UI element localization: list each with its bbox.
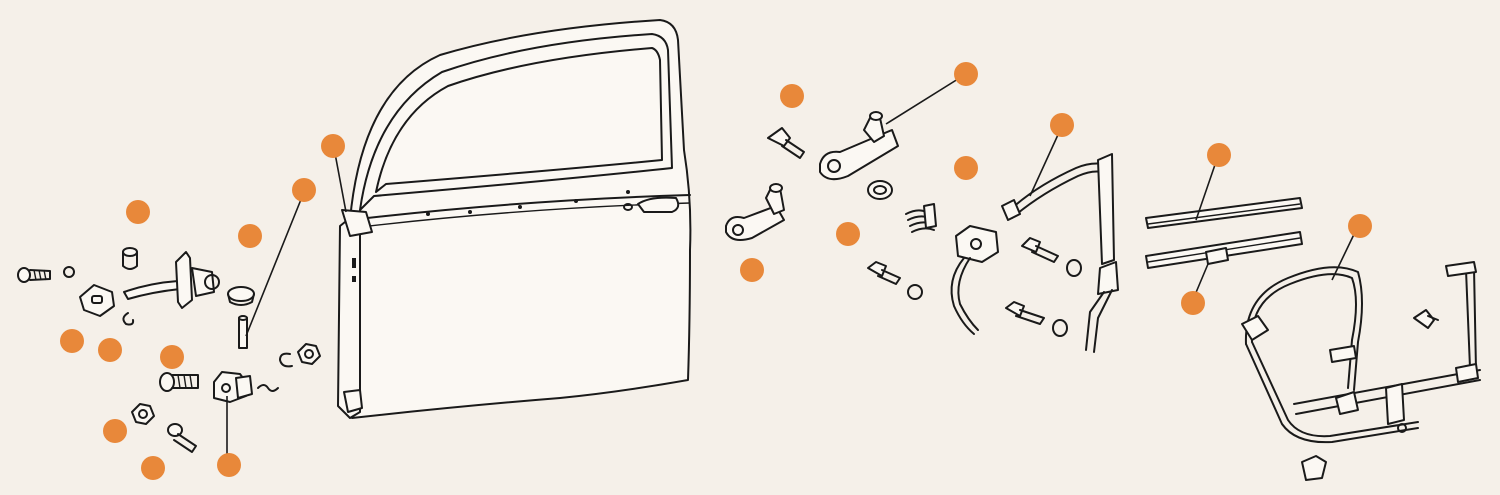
callout-marker[interactable] bbox=[321, 134, 345, 158]
callout-marker[interactable] bbox=[160, 345, 184, 369]
strap-plate-part bbox=[79, 284, 115, 317]
callout-markers bbox=[60, 62, 1372, 480]
bolt-b-part bbox=[867, 261, 901, 285]
washer-a-part bbox=[1066, 259, 1082, 277]
washer-c-part bbox=[1052, 319, 1068, 337]
callout-marker[interactable] bbox=[780, 84, 804, 108]
callout-marker[interactable] bbox=[238, 224, 262, 248]
leader-line bbox=[1195, 155, 1219, 221]
lock-washer-part bbox=[63, 266, 75, 278]
crank-screw-part bbox=[767, 127, 805, 159]
door-shell-part bbox=[337, 19, 692, 419]
window-channel-upper-part bbox=[1145, 197, 1303, 229]
hinge-pin-part bbox=[238, 315, 248, 349]
window-crank-assembly bbox=[725, 111, 937, 241]
leader-line bbox=[333, 147, 347, 213]
bolt-a-part bbox=[1021, 237, 1059, 263]
callout-marker[interactable] bbox=[1348, 214, 1372, 238]
regulator-bolts bbox=[867, 237, 1082, 337]
callout-marker[interactable] bbox=[292, 178, 316, 202]
escutcheon-part bbox=[867, 180, 893, 200]
hinge-bolt-part bbox=[159, 372, 199, 392]
plug-part bbox=[227, 286, 255, 306]
clip-bracket-part bbox=[1413, 309, 1439, 329]
callout-marker[interactable] bbox=[60, 329, 84, 353]
callout-marker[interactable] bbox=[98, 338, 122, 362]
window-frame-bracket-part bbox=[1241, 261, 1481, 444]
check-strap-part bbox=[123, 251, 220, 309]
callout-marker[interactable] bbox=[141, 456, 165, 480]
callout-marker[interactable] bbox=[1181, 291, 1205, 315]
door-hinge-part bbox=[213, 371, 253, 403]
crank-arm-part bbox=[819, 111, 899, 181]
leader-line bbox=[245, 191, 305, 337]
callout-marker[interactable] bbox=[740, 258, 764, 282]
callout-marker[interactable] bbox=[103, 419, 127, 443]
c-ring-part bbox=[279, 352, 293, 368]
lower-bolt-part bbox=[167, 423, 197, 453]
leader-line bbox=[1029, 125, 1063, 197]
screw-part bbox=[17, 267, 51, 283]
window-channel-lower-part bbox=[1145, 231, 1303, 269]
nut-part bbox=[131, 403, 155, 425]
leader-lines bbox=[226, 73, 1359, 464]
rubber-stop-part bbox=[1301, 455, 1327, 481]
spring-clip-part bbox=[257, 384, 279, 392]
callout-marker[interactable] bbox=[954, 62, 978, 86]
clip-part bbox=[122, 312, 135, 326]
crank-handle-part bbox=[725, 183, 785, 241]
hex-nut-part bbox=[297, 343, 321, 365]
callout-marker[interactable] bbox=[836, 222, 860, 246]
door-holes bbox=[352, 190, 630, 282]
pin-part bbox=[122, 247, 138, 270]
leader-line bbox=[885, 73, 967, 125]
check-strap-assembly bbox=[17, 247, 321, 453]
callout-marker[interactable] bbox=[1050, 113, 1074, 137]
callout-marker[interactable] bbox=[217, 453, 241, 477]
spring-part bbox=[905, 203, 937, 233]
window-regulator-part bbox=[950, 153, 1119, 353]
washer-b-part bbox=[907, 284, 923, 300]
callout-marker[interactable] bbox=[1207, 143, 1231, 167]
callout-marker[interactable] bbox=[954, 156, 978, 180]
callout-marker[interactable] bbox=[126, 200, 150, 224]
bolt-c-part bbox=[1005, 301, 1045, 325]
